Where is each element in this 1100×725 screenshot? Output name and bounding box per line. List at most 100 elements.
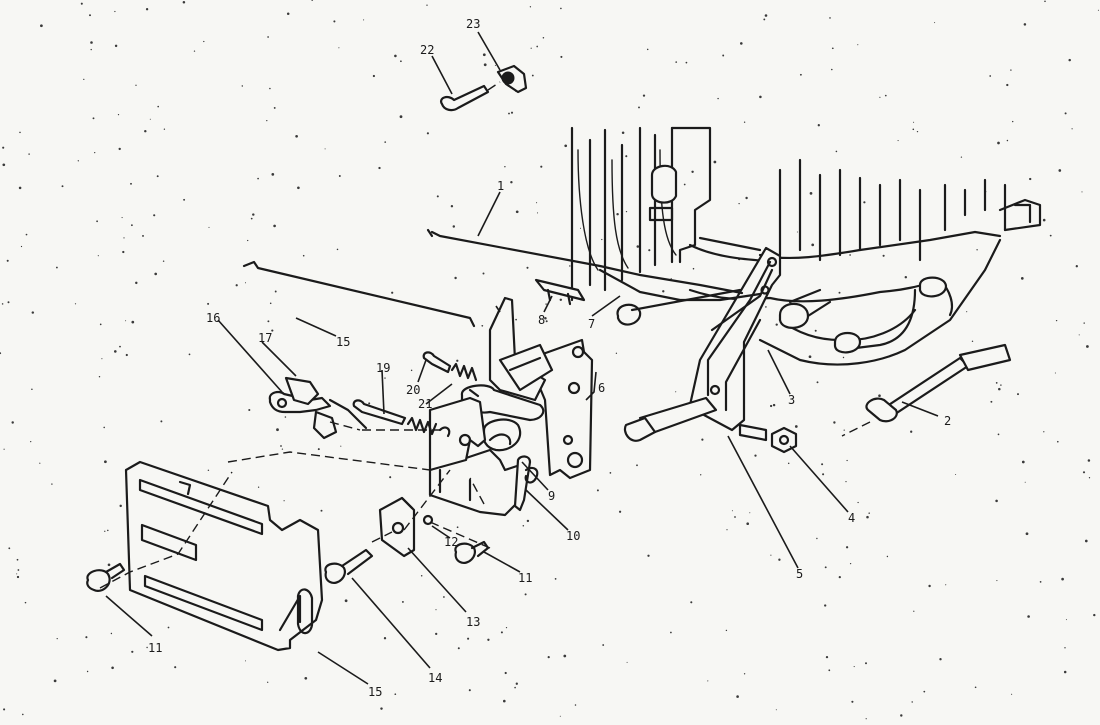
- noise-speck: [450, 205, 454, 208]
- noise-speck: [833, 421, 836, 424]
- noise-speck: [857, 44, 859, 46]
- noise-speck: [89, 14, 91, 17]
- noise-speck: [149, 118, 151, 120]
- noise-speck: [92, 117, 95, 120]
- part-11-bolt-right: [454, 540, 490, 564]
- noise-speck: [596, 489, 599, 492]
- callout-15-rod: 15: [336, 335, 350, 349]
- noise-speck: [900, 714, 903, 717]
- noise-speck: [838, 575, 841, 579]
- noise-speck: [103, 426, 105, 429]
- noise-speck: [51, 483, 53, 485]
- noise-speck: [814, 329, 817, 332]
- noise-speck: [101, 358, 103, 360]
- noise-speck: [114, 10, 116, 13]
- noise-speck: [193, 50, 196, 52]
- noise-speck: [394, 693, 397, 696]
- noise-speck: [340, 445, 342, 447]
- noise-speck: [995, 499, 998, 503]
- noise-speck: [0, 352, 2, 355]
- noise-speck: [831, 47, 834, 50]
- noise-speck: [995, 382, 998, 384]
- noise-speck: [131, 320, 135, 324]
- noise-speck: [1084, 539, 1088, 543]
- part-19-screw-spring: [352, 399, 451, 438]
- part-6-control-plate: [428, 296, 594, 517]
- noise-speck: [626, 661, 628, 663]
- noise-speck: [130, 182, 132, 185]
- noise-speck: [163, 128, 166, 130]
- part-22-23-screw-fitting: [440, 64, 528, 112]
- callout-15-plate: 15: [368, 685, 382, 699]
- noise-speck: [135, 281, 138, 285]
- noise-speck: [647, 554, 650, 557]
- noise-speck: [122, 250, 125, 254]
- noise-speck: [110, 632, 113, 635]
- noise-speck: [990, 400, 993, 403]
- noise-speck: [845, 546, 849, 549]
- noise-speck: [19, 131, 21, 134]
- noise-speck: [713, 160, 717, 164]
- noise-speck: [1000, 384, 1002, 386]
- noise-speck: [882, 254, 885, 257]
- noise-speck: [787, 462, 790, 465]
- noise-speck: [522, 524, 525, 527]
- noise-speck: [601, 238, 603, 241]
- noise-speck: [107, 563, 111, 567]
- noise-speck: [536, 202, 538, 204]
- noise-speck: [86, 670, 89, 673]
- noise-speck: [851, 700, 854, 703]
- noise-speck: [273, 106, 276, 109]
- noise-speck: [675, 391, 677, 393]
- noise-speck: [482, 53, 486, 57]
- noise-speck: [913, 610, 915, 612]
- noise-speck: [828, 669, 831, 672]
- callout-12: 12: [444, 535, 458, 549]
- noise-speck: [28, 153, 30, 155]
- noise-speck: [174, 666, 177, 669]
- noise-speck: [857, 501, 859, 504]
- noise-speck: [145, 8, 149, 11]
- noise-speck: [910, 430, 913, 433]
- noise-speck: [514, 686, 516, 689]
- rod-upper-left: [242, 260, 476, 328]
- noise-speck: [1061, 577, 1064, 581]
- noise-speck: [824, 566, 827, 569]
- noise-speck: [504, 671, 507, 675]
- noise-speck: [1023, 23, 1027, 26]
- noise-speck: [119, 345, 121, 348]
- noise-speck: [564, 144, 568, 148]
- noise-speck: [763, 18, 766, 21]
- noise-speck: [118, 147, 121, 151]
- callout-9: 9: [548, 489, 555, 503]
- noise-speck: [955, 473, 957, 476]
- noise-speck: [1006, 83, 1009, 87]
- noise-speck: [545, 303, 547, 305]
- noise-speck: [135, 84, 137, 86]
- noise-speck: [311, 0, 314, 1]
- noise-speck: [817, 124, 820, 127]
- noise-speck: [829, 17, 831, 19]
- noise-speck: [56, 637, 58, 640]
- callout-21: 21: [418, 397, 432, 411]
- noise-speck: [456, 526, 459, 529]
- noise-speck: [3, 708, 6, 711]
- noise-speck: [808, 355, 812, 359]
- noise-speck: [302, 254, 305, 257]
- noise-speck: [1006, 139, 1009, 142]
- noise-speck: [524, 593, 527, 596]
- noise-speck: [410, 369, 413, 372]
- noise-speck: [911, 701, 913, 703]
- noise-speck: [662, 290, 665, 293]
- noise-speck: [454, 276, 457, 280]
- noise-speck: [616, 212, 619, 216]
- noise-speck: [452, 225, 456, 228]
- assembly-lines: [99, 421, 491, 589]
- noise-speck: [754, 454, 757, 457]
- noise-speck: [545, 320, 548, 323]
- noise-speck: [579, 227, 582, 229]
- noise-speck: [725, 629, 728, 632]
- noise-speck: [842, 356, 845, 359]
- noise-speck: [625, 210, 628, 213]
